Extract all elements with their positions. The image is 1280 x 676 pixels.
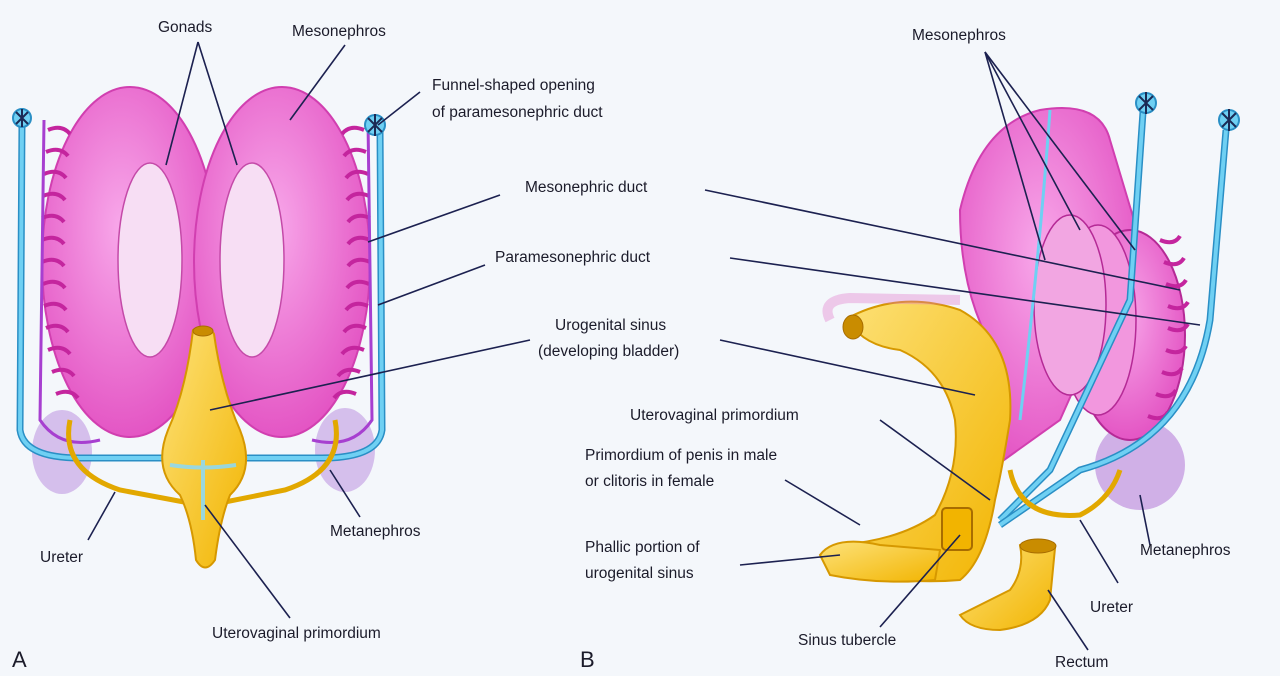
label-uterovaginal-a: Uterovaginal primordium bbox=[212, 625, 381, 642]
label-gonads: Gonads bbox=[158, 19, 213, 36]
gonad-right bbox=[220, 163, 284, 357]
funnel-opening-b1 bbox=[1136, 92, 1156, 114]
label-rectum: Rectum bbox=[1055, 654, 1108, 671]
label-sinus-tubercle: Sinus tubercle bbox=[798, 632, 896, 649]
label-mesonephros-a: Mesonephros bbox=[292, 23, 386, 40]
panel-a bbox=[13, 87, 385, 568]
label-mesonephric-duct: Mesonephric duct bbox=[525, 179, 648, 196]
label-ureter-a: Ureter bbox=[40, 549, 83, 566]
label-mesonephros-b: Mesonephros bbox=[912, 27, 1006, 44]
label-funnel-line1: Funnel-shaped opening bbox=[432, 77, 595, 94]
label-uterovaginal-b: Uterovaginal primordium bbox=[630, 407, 799, 424]
phallic-portion bbox=[820, 542, 940, 582]
funnel-opening-b2 bbox=[1219, 109, 1239, 131]
label-phallic-line1: Phallic portion of bbox=[585, 539, 700, 556]
label-penis-line2: or clitoris in female bbox=[585, 473, 714, 490]
label-paramesonephric-duct: Paramesonephric duct bbox=[495, 249, 651, 266]
sinus-tubercle-b bbox=[942, 508, 972, 550]
panel-letter-a: A bbox=[12, 647, 27, 672]
label-penis-line1: Primordium of penis in male bbox=[585, 447, 777, 464]
label-funnel-line2: of paramesonephric duct bbox=[432, 104, 603, 121]
label-ureter-b: Ureter bbox=[1090, 599, 1133, 616]
label-phallic-line2: urogenital sinus bbox=[585, 565, 694, 582]
label-urogenital-line2: (developing bladder) bbox=[538, 343, 679, 360]
label-metanephros-b: Metanephros bbox=[1140, 542, 1231, 559]
urogenital-sinus-b bbox=[832, 302, 1010, 582]
label-urogenital-line1: Urogenital sinus bbox=[555, 317, 666, 334]
label-metanephros-a: Metanephros bbox=[330, 523, 421, 540]
gonad-left bbox=[118, 163, 182, 357]
panel-letter-b: B bbox=[580, 647, 595, 672]
funnel-opening-right bbox=[365, 114, 385, 136]
funnel-opening-left bbox=[13, 109, 31, 127]
